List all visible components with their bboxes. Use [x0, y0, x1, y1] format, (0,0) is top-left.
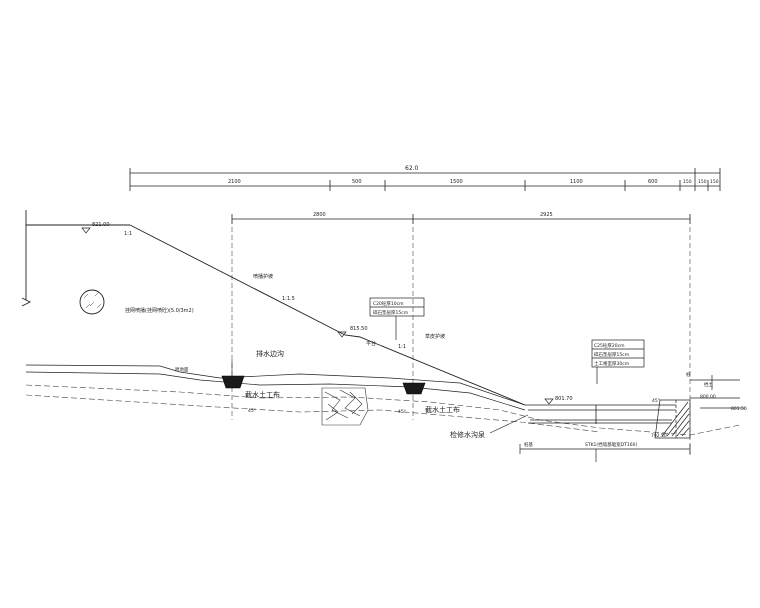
- right-side-marks: [690, 375, 745, 409]
- drain-ditch-1: [221, 360, 245, 389]
- bottom-drain-label: 检修水沟泉: [450, 430, 485, 439]
- rock-hatch-zone: [321, 387, 369, 426]
- bottom-left-mark: 桩基: [524, 441, 533, 448]
- elev-bottom: 792.50: [651, 433, 667, 439]
- ground-line-label: 原地面: [175, 366, 189, 373]
- dimension-chain-second: [231, 214, 691, 224]
- dim-overall: 62.0: [405, 165, 419, 172]
- bottom-center-note: STK1(挡墙基础宽DT160): [585, 441, 637, 448]
- mid-spec-box: [369, 297, 425, 340]
- elev-marker-mid: [337, 331, 347, 338]
- left-code: 1:1: [124, 231, 132, 237]
- dim-sub-right: 2925: [540, 212, 553, 218]
- left-boundary: [21, 210, 130, 307]
- right-box-line-2: 碎石垫层厚15cm: [594, 351, 629, 358]
- dim-seg-2: 500: [352, 179, 362, 185]
- angle-a: 45°: [248, 408, 256, 414]
- anchor-detail: [79, 289, 105, 315]
- right-spec-box: [591, 339, 645, 384]
- slope-ratio-mid: 1:1: [398, 344, 406, 350]
- angle-c: 45°: [652, 398, 660, 404]
- dim-seg-5: 600: [648, 179, 658, 185]
- bottom-drain-leader: [489, 414, 529, 434]
- right-box-line-3: 土工格室厚30cm: [594, 360, 629, 367]
- dim-seg-4: 1100: [570, 179, 583, 185]
- mid-box-line-2: 碎石垫层厚15cm: [373, 309, 408, 316]
- right-box-line-1: C25砼厚20cm: [594, 342, 624, 349]
- dim-seg-6: 150: [683, 179, 692, 185]
- pond-structure: [525, 404, 676, 424]
- dim-seg-7: 150: [698, 179, 707, 185]
- elev-top-left: 821.00: [92, 222, 110, 228]
- angle-b: 45°: [398, 409, 406, 415]
- dim-seg-3: 1500: [450, 179, 463, 185]
- dimension-chain-top: [129, 168, 721, 191]
- elev-marker-pond: [544, 398, 554, 405]
- grass-protect-label: 草皮护坡: [425, 333, 445, 340]
- ground-dashed-lines: [25, 384, 741, 436]
- slope-ratio-upper: 1:1.5: [282, 296, 295, 302]
- platform-label: 平台: [366, 340, 376, 347]
- elev-pond-top: 801.70: [555, 396, 573, 402]
- slope-protect-label: 喷播护坡: [253, 273, 273, 280]
- dim-sub-left: 2800: [313, 212, 326, 218]
- retaining-wall: [654, 399, 691, 439]
- drain-ditch-1-label: 排水边沟: [256, 349, 284, 358]
- right-note: 桩: [686, 371, 691, 378]
- drain-ditch-2: [402, 382, 426, 395]
- ground-layers: [25, 364, 526, 411]
- pond-bottom-dimension: [519, 444, 691, 462]
- dashed-note-2: 截水土工布: [425, 405, 460, 414]
- dashed-note-1: 截水土工布: [245, 390, 280, 399]
- elev-right-a: 800.00: [700, 394, 716, 400]
- dim-seg-1: 2100: [228, 179, 241, 185]
- dim-seg-8: 150: [710, 179, 719, 185]
- elev-right-b: 801.50: [731, 406, 747, 412]
- right-small-label: 挡土: [704, 381, 713, 388]
- slope-profile: [129, 224, 526, 406]
- anchor-note: 挂网喷播(挂网喷砼)(5.0/3m2): [125, 307, 194, 314]
- mid-box-line-1: C20砼厚10cm: [373, 300, 403, 307]
- elev-marker-top-left: [81, 227, 91, 234]
- elev-mid-slope: 815.50: [350, 326, 368, 332]
